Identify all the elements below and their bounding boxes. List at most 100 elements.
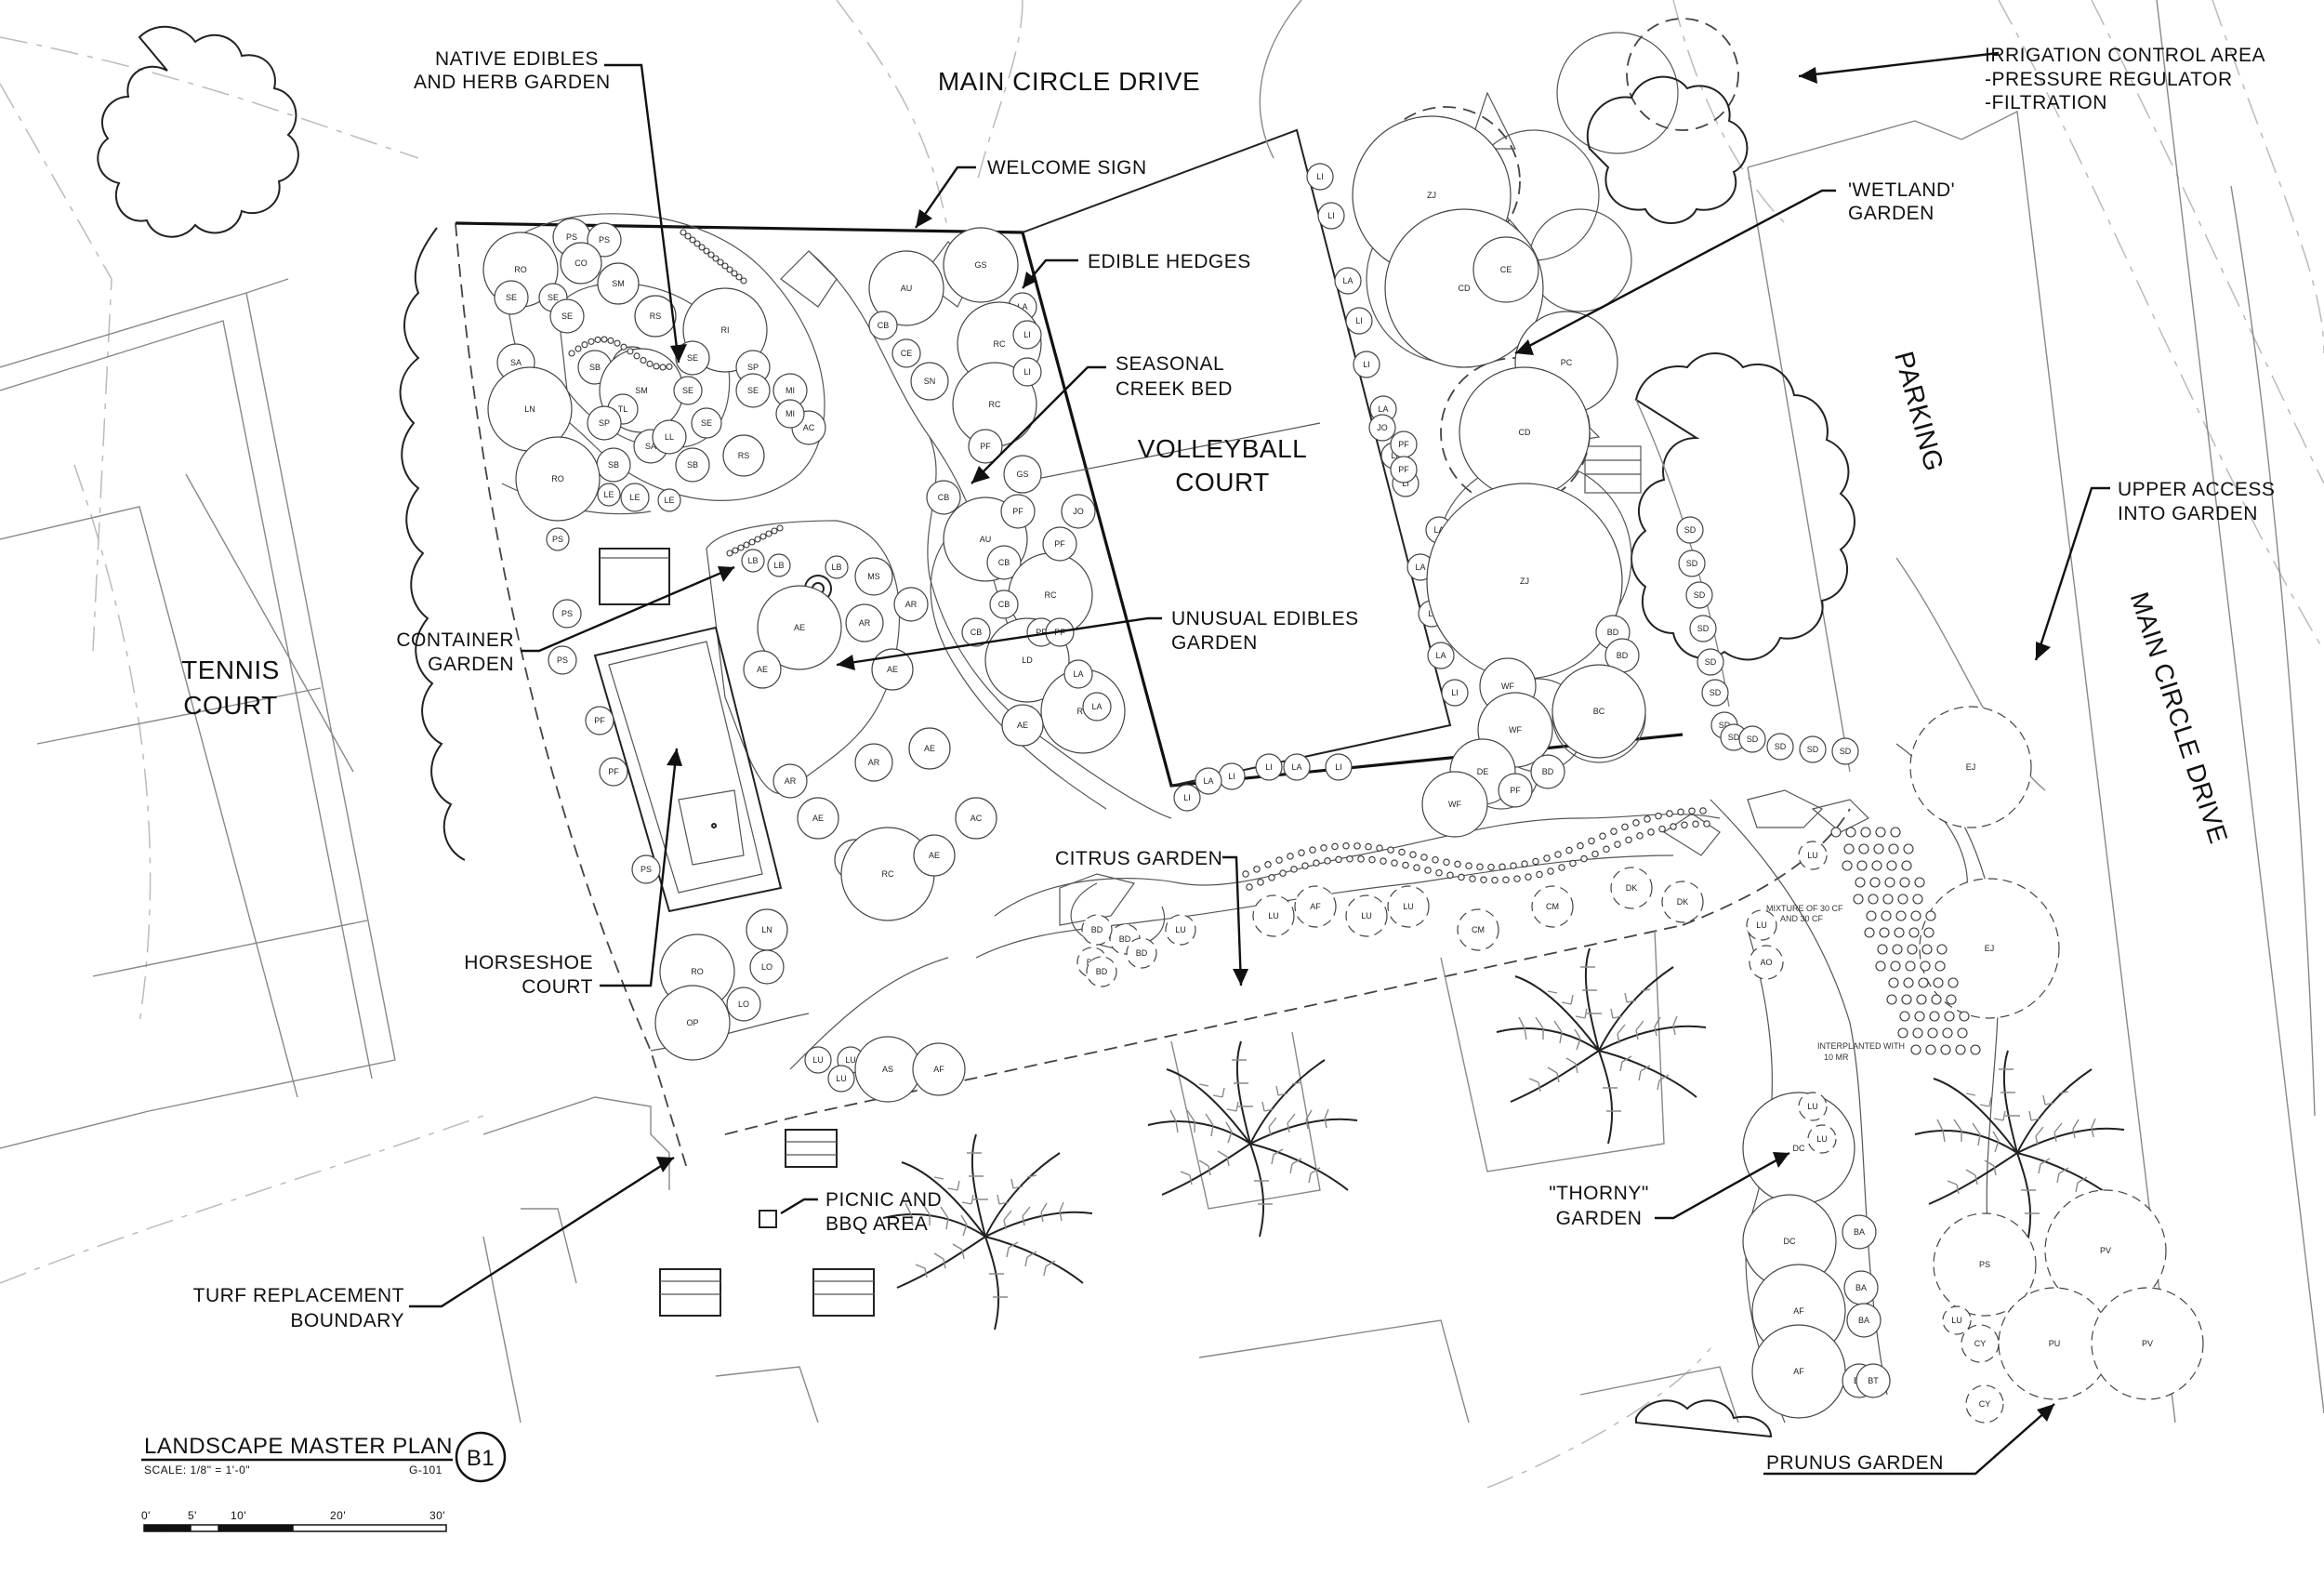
plant-symbol: SD: [1831, 737, 1859, 765]
plant-code: LI: [1335, 762, 1342, 772]
plant-symbol: LU: [1387, 885, 1430, 928]
title-block: LANDSCAPE MASTER PLAN SCALE: 1/8" = 1'-0…: [141, 1431, 507, 1532]
plant-code: LA: [1091, 702, 1102, 711]
plant-code: BA: [1854, 1227, 1865, 1237]
groundcover-dot: [1298, 849, 1305, 856]
plant-code: LI: [1183, 793, 1191, 802]
plant-code: RS: [738, 451, 750, 460]
groundcover-dot: [1655, 812, 1662, 820]
groundcover-dot: [1424, 867, 1432, 874]
plant-code: CD: [1459, 284, 1471, 293]
groundcover-dot: [1603, 845, 1610, 854]
groundcover-dot: [1925, 910, 1936, 921]
groundcover-dot: [1342, 841, 1350, 850]
plant-code: BC: [1593, 707, 1605, 716]
plant-code: PF: [1398, 440, 1409, 449]
plant-code: LU: [1807, 1102, 1818, 1111]
plant-symbol: LI: [1345, 307, 1373, 335]
groundcover-dot: [1855, 877, 1866, 888]
groundcover-dot: [748, 538, 756, 546]
groundcover-dot: [1469, 875, 1476, 882]
plant-code: BT: [1868, 1376, 1879, 1385]
groundcover-dot: [1908, 927, 1920, 938]
prunus-garden-callout: PRUNUS GARDEN: [1763, 1403, 2055, 1476]
plant-code: AR: [785, 776, 797, 786]
groundcover-dot: [1934, 960, 1946, 972]
plant-symbol: PF: [1390, 456, 1418, 483]
plant-code: GS: [1016, 470, 1028, 479]
plant-code: BD: [1136, 948, 1148, 958]
plant-code: SB: [687, 460, 698, 470]
groundcover-dot: [1510, 862, 1517, 869]
plant-symbol: AS: [854, 1036, 921, 1103]
turf-replacement-label-2: BOUNDARY: [290, 1310, 404, 1331]
thorny-garden-label-2: GARDEN: [1556, 1208, 1643, 1229]
plant-symbol: PF: [599, 757, 628, 787]
plant-code: EJ: [1985, 944, 1995, 953]
groundcover-dot: [1901, 860, 1912, 871]
picnic-label-1: PICNIC AND: [825, 1189, 942, 1211]
groundcover-dot: [1625, 836, 1632, 844]
thorny-garden-label-1: "THORNY": [1549, 1183, 1649, 1204]
plant-code: PF: [1398, 465, 1409, 474]
site-background-lines: [0, 0, 2324, 1489]
groundcover-dot: [1886, 860, 1897, 871]
plant-symbol: SN: [910, 362, 949, 401]
plant-symbol: SD: [1738, 725, 1766, 753]
groundcover-dot: [1920, 960, 1931, 972]
plant-code: LU: [1403, 902, 1414, 911]
plant-code: SE: [687, 353, 698, 363]
plant-code: PU: [2049, 1339, 2061, 1348]
plant-symbol: PV: [2091, 1287, 2204, 1400]
plant-code: LU: [836, 1074, 847, 1083]
groundcover-dot: [1357, 855, 1365, 863]
turf-replacement-label-1: TURF REPLACEMENT: [193, 1285, 404, 1306]
plant-symbol: LI: [1012, 320, 1042, 350]
groundcover-dot: [1901, 994, 1912, 1005]
groundcover-dot: [1886, 994, 1897, 1005]
plant-code: LA: [1203, 776, 1213, 786]
plant-symbol: LO: [726, 987, 761, 1022]
plant-code: SD: [1684, 525, 1697, 535]
plant-code: LI: [1428, 609, 1435, 618]
groundcover-dot: [1888, 843, 1899, 854]
groundcover-dot: [1432, 855, 1439, 864]
plant-symbol: LA: [1063, 659, 1093, 689]
groundcover-dot: [1275, 856, 1283, 864]
plant-code: MS: [867, 572, 880, 581]
plant-symbol: AU: [868, 250, 944, 326]
plant-code: LI: [1228, 772, 1235, 781]
groundcover-dot: [1918, 977, 1929, 988]
plant-code: MI: [786, 409, 795, 418]
main-circle-drive-label-right: MAIN CIRCLE DRIVE: [2125, 589, 2234, 847]
groundcover-dot: [1914, 877, 1925, 888]
groundcover-dot: [1912, 894, 1923, 905]
plant-code: OP: [686, 1018, 698, 1027]
plant-symbol: LE: [657, 488, 681, 512]
groundcover-dot: [1558, 864, 1565, 871]
plant-code: PF: [1036, 628, 1047, 637]
plant-symbol: SB: [675, 447, 710, 483]
groundcover-dot: [659, 364, 667, 371]
plant-symbol: SD: [1685, 581, 1713, 609]
plant-code: BA: [1858, 1316, 1869, 1325]
groundcover-dot: [726, 550, 733, 557]
groundcover-dot: [1279, 869, 1287, 877]
plant-symbol: DK: [1661, 881, 1704, 923]
plant-code: RC: [1045, 590, 1057, 600]
groundcover-dot: [1907, 944, 1918, 955]
plant-code: LA: [1415, 563, 1425, 572]
plant-code: SE: [561, 311, 573, 321]
plant-code: DC: [1784, 1237, 1796, 1246]
seasonal-creek-label-1: SEASONAL: [1116, 353, 1224, 375]
groundcover-dot: [1897, 1027, 1908, 1039]
groundcover-dot: [1577, 841, 1584, 850]
plant-code: BD: [1096, 967, 1108, 976]
groundcover-dot: [1858, 843, 1869, 854]
groundcover-dot: [1869, 877, 1881, 888]
plant-symbol: CO: [560, 242, 602, 285]
plant-code: SD: [1775, 742, 1787, 751]
groundcover-dot: [1368, 855, 1376, 864]
plant-code: BD: [1617, 651, 1629, 660]
irrigation-callout: IRRIGATION CONTROL AREA -PRESSURE REGULA…: [1798, 45, 2265, 113]
